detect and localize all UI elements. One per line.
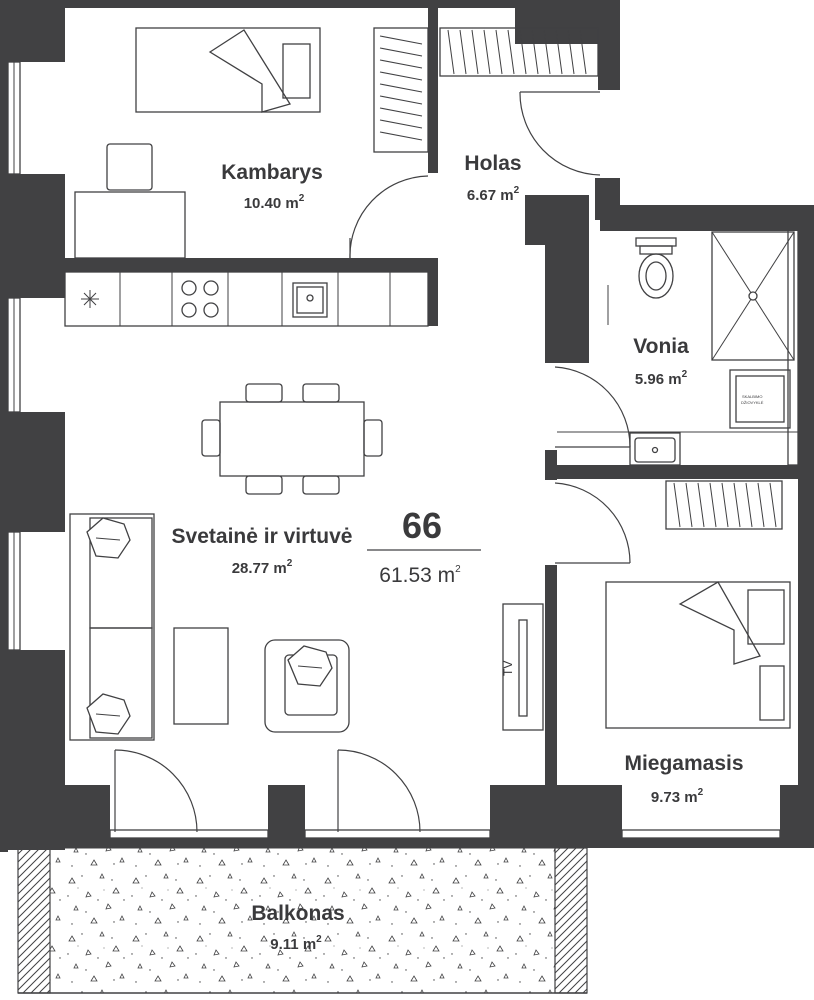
tv-unit-icon [502, 603, 544, 731]
dining-set [201, 383, 383, 495]
dining-table-icon [219, 401, 365, 477]
balcony-side-wall-right [554, 847, 588, 994]
chair-icon [363, 419, 383, 457]
door-miegamasis-swing [554, 482, 631, 564]
door-entrance-swing [519, 91, 601, 176]
sink-icon [292, 282, 328, 318]
shower-icon [711, 231, 795, 361]
wardrobe-kambarys [373, 27, 429, 153]
tv-label: TV [501, 661, 515, 676]
room-name-miegamasis: Miegamasis [624, 752, 743, 775]
door-vonia-swing [554, 366, 631, 448]
bed-icon [135, 27, 321, 113]
kitchen-counter [64, 271, 429, 327]
miegamasis-furniture [605, 480, 791, 729]
chair-icon [302, 383, 340, 403]
desk-icon [74, 191, 186, 259]
wardrobe-miegamasis [665, 480, 783, 530]
room-name-balkonas: Balkonas [251, 902, 344, 925]
cushion-icon [86, 517, 131, 559]
bed-icon [605, 581, 791, 729]
tv-icon [518, 619, 528, 717]
sofa-icon [69, 513, 155, 741]
apartment-summary: 66 61.53 m2 [367, 505, 481, 587]
room-name-vonia: Vonia [633, 335, 689, 358]
window-bottom-3 [621, 829, 781, 839]
chair-icon [245, 475, 283, 495]
pillow-icon [759, 665, 785, 721]
door-kambarys-swing [349, 175, 429, 259]
washing-machine-icon [729, 369, 791, 429]
room-labels: Kambarys 10.40 m2 Holas 6.67 m2 Vonia 5.… [172, 152, 744, 953]
dryer-label: DŽIOVYKLĖ [741, 400, 764, 405]
door-balcony-left-swing [114, 749, 198, 833]
room-area-holas: 6.67 m2 [467, 185, 520, 204]
wardrobe-holas [439, 27, 599, 77]
living-furniture: TV [69, 513, 544, 741]
cushion-icon [86, 693, 131, 735]
bathroom-fixtures: SKALBIMO DŽIOVYKLĖ [557, 231, 798, 466]
apartment-number: 66 [402, 505, 442, 546]
chair-icon [106, 143, 153, 191]
kitchen-counter-outline [64, 271, 429, 327]
pillow-icon [282, 43, 311, 99]
cushion-icon [287, 645, 333, 687]
bed-blanket [678, 581, 761, 665]
toilet-tank [635, 237, 677, 247]
pillow-icon [747, 589, 785, 645]
balcony-floor [50, 848, 555, 993]
room-area-kambarys: 10.40 m2 [244, 193, 305, 212]
apartment-area: 61.53 m2 [379, 564, 461, 587]
chair-icon [245, 383, 283, 403]
door-balcony-right-swing [337, 749, 421, 833]
room-name-svetaine: Svetainė ir virtuvė [172, 525, 353, 548]
chair-icon [201, 419, 221, 457]
room-area-vonia: 5.96 m2 [635, 369, 688, 388]
stove-icon [181, 280, 219, 318]
bed-blanket [208, 29, 292, 113]
room-area-svetaine: 28.77 m2 [232, 558, 293, 577]
room-area-balkonas: 9.11 m2 [270, 934, 322, 953]
window-bottom-1 [109, 829, 269, 839]
washer-label: SKALBIMO [742, 394, 762, 399]
chair-icon [302, 475, 340, 495]
window-bottom-2 [304, 829, 491, 839]
room-area-miegamasis: 9.73 m2 [651, 787, 704, 806]
room-name-holas: Holas [464, 152, 521, 175]
kambarys-furniture [74, 27, 429, 259]
coffee-table-icon [173, 627, 229, 725]
balcony-side-wall-left [17, 847, 51, 994]
room-name-kambarys: Kambarys [221, 161, 323, 184]
holas-wardrobe [439, 27, 599, 77]
fridge-icon [81, 290, 99, 308]
toilet-icon [638, 245, 674, 299]
washbasin-icon [629, 432, 681, 466]
armchair-icon [264, 639, 350, 733]
walls [0, 0, 814, 852]
